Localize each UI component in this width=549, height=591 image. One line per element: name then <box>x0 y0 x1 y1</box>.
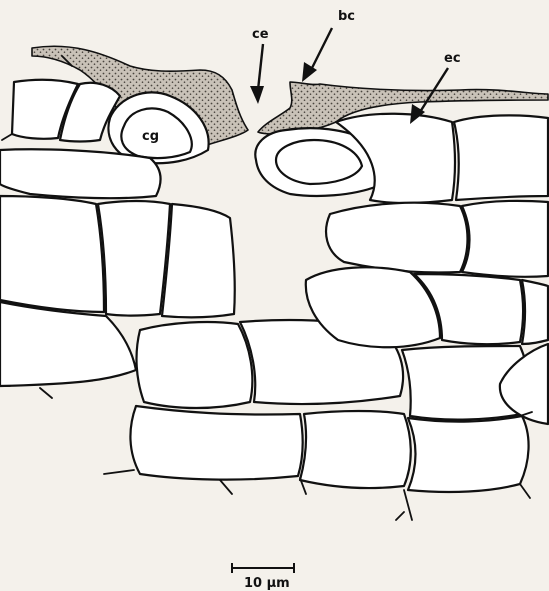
cell-r2b <box>462 201 548 277</box>
scale-bar-label: 10 µm <box>244 576 290 591</box>
cell-l3b <box>98 201 170 316</box>
cell-tr2 <box>454 115 548 200</box>
label-cg: cg <box>142 129 159 144</box>
label-ce: ce <box>252 27 269 42</box>
cell-r2a <box>326 203 467 273</box>
cell-b2 <box>300 411 411 488</box>
cell-b3 <box>408 416 529 492</box>
cell-b1 <box>130 406 302 480</box>
label-ec: ec <box>444 51 461 66</box>
scale-bar: 10 µm <box>232 563 294 591</box>
label-bc: bc <box>338 9 355 24</box>
arrow-bc <box>302 28 332 82</box>
cell-r3c <box>522 280 548 344</box>
cell-l3c <box>162 204 235 317</box>
cell-l2a <box>0 149 161 198</box>
arrow-ce <box>250 44 264 104</box>
cell-l3a <box>0 196 104 312</box>
cell-l4b <box>137 322 253 408</box>
